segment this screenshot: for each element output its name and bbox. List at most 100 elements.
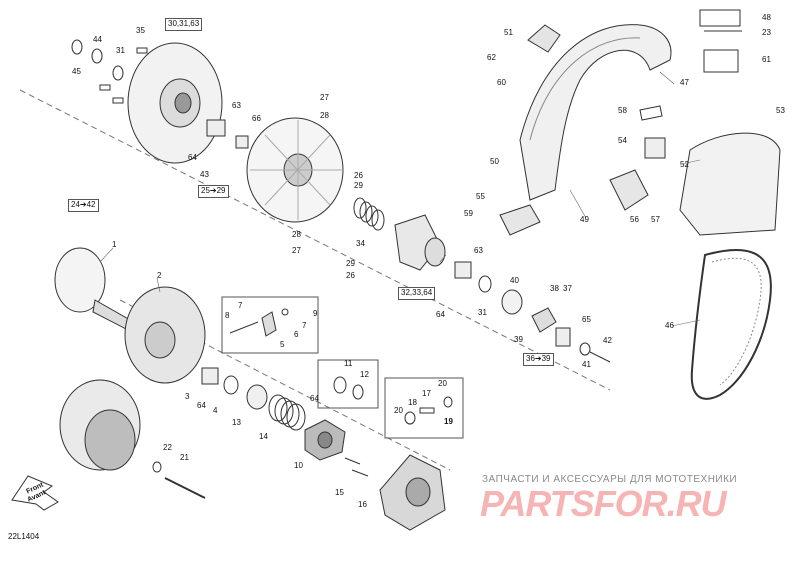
circlip-31-right: [478, 275, 492, 293]
callout-28-top: 28: [320, 111, 329, 120]
washer-41: [579, 342, 591, 356]
callout-29-mid: 29: [346, 259, 355, 268]
callout-20-left: 20: [394, 406, 403, 415]
support-51: [527, 24, 561, 53]
callout-range-36-39: 36➔39: [523, 353, 554, 366]
weight-5: [261, 311, 277, 337]
screw-15a: [344, 457, 361, 465]
callout-29-top: 29: [354, 181, 363, 190]
diagram-code: 22L1404: [8, 532, 40, 541]
pin-b: [112, 97, 124, 104]
callout-15: 15: [335, 488, 344, 497]
callout-44: 44: [93, 35, 102, 44]
callout-62: 62: [487, 53, 496, 62]
cover-52: [679, 132, 781, 236]
cup-13: [246, 384, 268, 410]
callout-42: 42: [603, 336, 612, 345]
circlip-31: [112, 65, 124, 81]
callout-48: 48: [762, 13, 771, 22]
washer-40: [501, 289, 523, 315]
callout-range-30-31-63: 30,31,63: [165, 18, 203, 31]
callout-19: 19: [444, 417, 453, 426]
callout-41: 41: [582, 360, 591, 369]
callout-45: 45: [72, 67, 81, 76]
bushing-11: [333, 376, 347, 394]
callout-46: 46: [665, 321, 674, 330]
callout-22: 22: [163, 443, 172, 452]
callout-56: 56: [630, 215, 639, 224]
callout-52: 52: [680, 160, 689, 169]
callout-59: 59: [464, 209, 473, 218]
callout-14: 14: [259, 432, 268, 441]
callout-35: 35: [136, 26, 145, 35]
front-arrow-icon: [11, 475, 59, 511]
watermark-tagline: ЗАПЧАСТИ И АКСЕССУАРЫ ДЛЯ МОТОТЕХНИКИ: [482, 474, 738, 485]
callout-17: 17: [422, 389, 431, 398]
callout-23: 23: [762, 28, 771, 37]
callout-range-32-33-64: 32,33,64: [398, 287, 436, 300]
bushing-3: [201, 367, 219, 385]
drive-belt-46: [690, 249, 772, 400]
decal-48: [699, 9, 741, 27]
callout-26-top: 26: [354, 171, 363, 180]
callout-60: 60: [497, 78, 506, 87]
callout-58: 58: [618, 106, 627, 115]
callout-64-right: 64: [436, 310, 445, 319]
inset-box-17-20: [384, 377, 464, 439]
screw-15b: [351, 469, 369, 477]
bracket-38: [531, 307, 557, 333]
callout-63: 63: [232, 101, 241, 110]
callout-53: 53: [776, 106, 785, 115]
callout-16: 16: [358, 500, 367, 509]
clip-58: [639, 105, 663, 121]
callout-10: 10: [294, 461, 303, 470]
inset-box-11-12: [317, 359, 379, 409]
callout-1: 1: [112, 240, 117, 249]
callout-61: 61: [762, 55, 771, 64]
callout-66: 66: [252, 114, 261, 123]
callout-38: 38: [550, 284, 559, 293]
bracket-56: [609, 169, 649, 211]
pin-a: [99, 84, 111, 91]
callout-31-right: 31: [478, 308, 487, 317]
callout-7b: 7: [302, 321, 307, 330]
washer-22: [152, 461, 162, 473]
drive-pulley-shaft: [92, 299, 131, 331]
callout-27-mid: 27: [292, 246, 301, 255]
callout-34: 34: [356, 239, 365, 248]
callout-57: 57: [651, 215, 660, 224]
callout-20-top: 20: [438, 379, 447, 388]
bolt-21: [164, 477, 206, 499]
callout-8: 8: [225, 311, 230, 320]
hinge-54: [644, 137, 666, 159]
callout-range-25-29: 25➔29: [198, 185, 229, 198]
cam-bearing: [424, 237, 446, 267]
circlip-12: [352, 384, 364, 400]
roller-20: [404, 411, 416, 425]
drive-pulley-fixed-half-1: [54, 247, 106, 313]
belt-guard-47: [519, 24, 672, 201]
callout-2: 2: [157, 271, 162, 280]
callout-65: 65: [582, 315, 591, 324]
callout-9: 9: [313, 309, 318, 318]
callout-49: 49: [580, 215, 589, 224]
callout-27-top: 27: [320, 93, 329, 102]
callout-63-right: 63: [474, 246, 483, 255]
callout-12: 12: [360, 370, 369, 379]
callout-11: 11: [344, 359, 353, 368]
seal-4: [223, 375, 239, 395]
pin-18: [419, 407, 435, 414]
callout-4: 4: [213, 406, 218, 415]
washer-44: [91, 48, 103, 64]
callout-54: 54: [618, 136, 627, 145]
bolt-42: [589, 351, 611, 363]
callout-55: 55: [476, 192, 485, 201]
callout-13: 13: [232, 418, 241, 427]
callout-26-mid: 26: [346, 271, 355, 280]
spring-14: [268, 394, 306, 431]
callout-64-inset: 64: [310, 394, 319, 403]
callout-6: 6: [294, 330, 299, 339]
callout-3: 3: [185, 392, 190, 401]
watermark-logo: PARTSFOR.RU: [480, 483, 727, 524]
